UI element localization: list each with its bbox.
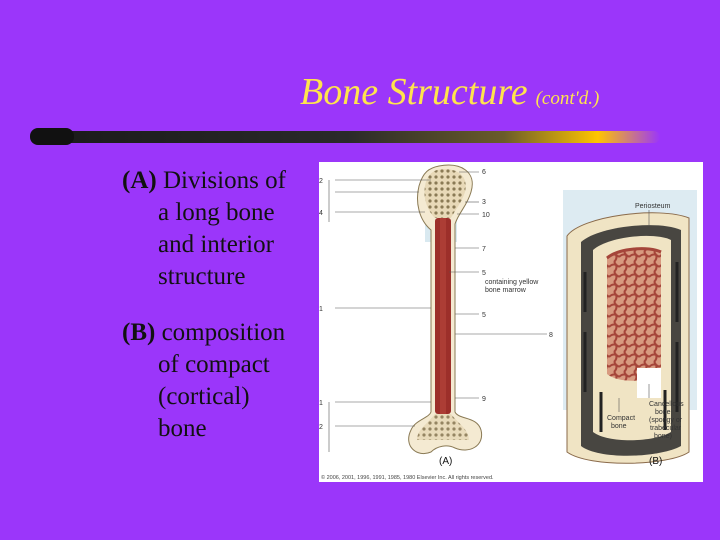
osteon-channels — [583, 262, 679, 432]
callout-num: 5 — [482, 312, 486, 319]
caption-a: (A) — [439, 456, 452, 467]
callout-num: 5 — [482, 270, 486, 277]
bullet-a-line-2: a long bone — [158, 199, 275, 226]
compact-label-line-1: Compact — [607, 415, 635, 422]
copyright-notice: © 2006, 2001, 1996, 1991, 1985, 1980 Els… — [321, 474, 494, 481]
divider-cap — [30, 128, 74, 145]
cancellous-label-line-1: Cancellous — [649, 401, 684, 408]
callout-num: 9 — [482, 396, 486, 403]
caption-b: (B) — [649, 456, 662, 467]
bullet-a-line-4: structure — [158, 263, 246, 290]
bullet-b-line-3: (cortical) — [158, 383, 250, 410]
bullet-b-lead: (B) — [122, 319, 156, 346]
bone-illustration: 2 4 1 1 2 6 3 10 7 5 5 8 9 containing ye… — [319, 164, 697, 481]
title-main: Bone Structure — [300, 71, 528, 113]
callout-num: 2 — [319, 424, 323, 431]
slide-title: Bone Structure (cont'd.) — [300, 70, 599, 114]
bullet-b-line-4: bone — [158, 415, 207, 442]
bullet-b: (B) composition of compact (cortical) bo… — [122, 317, 322, 445]
callout-num: 6 — [482, 169, 486, 176]
periosteum-label: Periosteum — [635, 203, 671, 210]
bullet-b-line-1: composition — [161, 319, 286, 346]
bullet-a-line-3: and interior — [158, 231, 274, 258]
bullet-a-lead: (A) — [122, 167, 157, 194]
cancellous-label-line-4: trabecular — [650, 425, 682, 432]
callout-num: 8 — [549, 332, 553, 339]
callout-num: 7 — [482, 246, 486, 253]
bullet-a-line-1: Divisions of — [162, 167, 286, 194]
title-divider — [36, 131, 660, 143]
long-bone-diagram — [408, 164, 483, 454]
marrow-label-line-1: containing yellow — [485, 279, 539, 286]
bullet-a: (A) Divisions of a long bone and interio… — [122, 165, 322, 293]
marrow-label-line-2: bone marrow — [485, 287, 527, 294]
callout-num: 1 — [319, 306, 323, 313]
bullet-list: (A) Divisions of a long bone and interio… — [122, 165, 322, 469]
leader-lines — [328, 171, 547, 452]
bullet-b-line-2: of compact — [158, 351, 270, 378]
callout-num: 4 — [319, 210, 323, 217]
callout-num: 3 — [482, 199, 486, 206]
cancellous-label-line-5: bone) — [654, 433, 672, 440]
bone-figure: 2 4 1 1 2 6 3 10 7 5 5 8 9 containing ye… — [319, 162, 703, 482]
compact-bone-diagram — [563, 190, 697, 464]
callout-num: 10 — [482, 212, 490, 219]
title-sub: (cont'd.) — [535, 88, 600, 109]
callout-num: 1 — [319, 400, 323, 407]
compact-label-line-2: bone — [611, 423, 627, 430]
cancellous-label-line-3: (spongy or — [649, 417, 683, 424]
callout-num: 2 — [319, 178, 323, 185]
cancellous-label-line-2: bone — [655, 409, 671, 416]
